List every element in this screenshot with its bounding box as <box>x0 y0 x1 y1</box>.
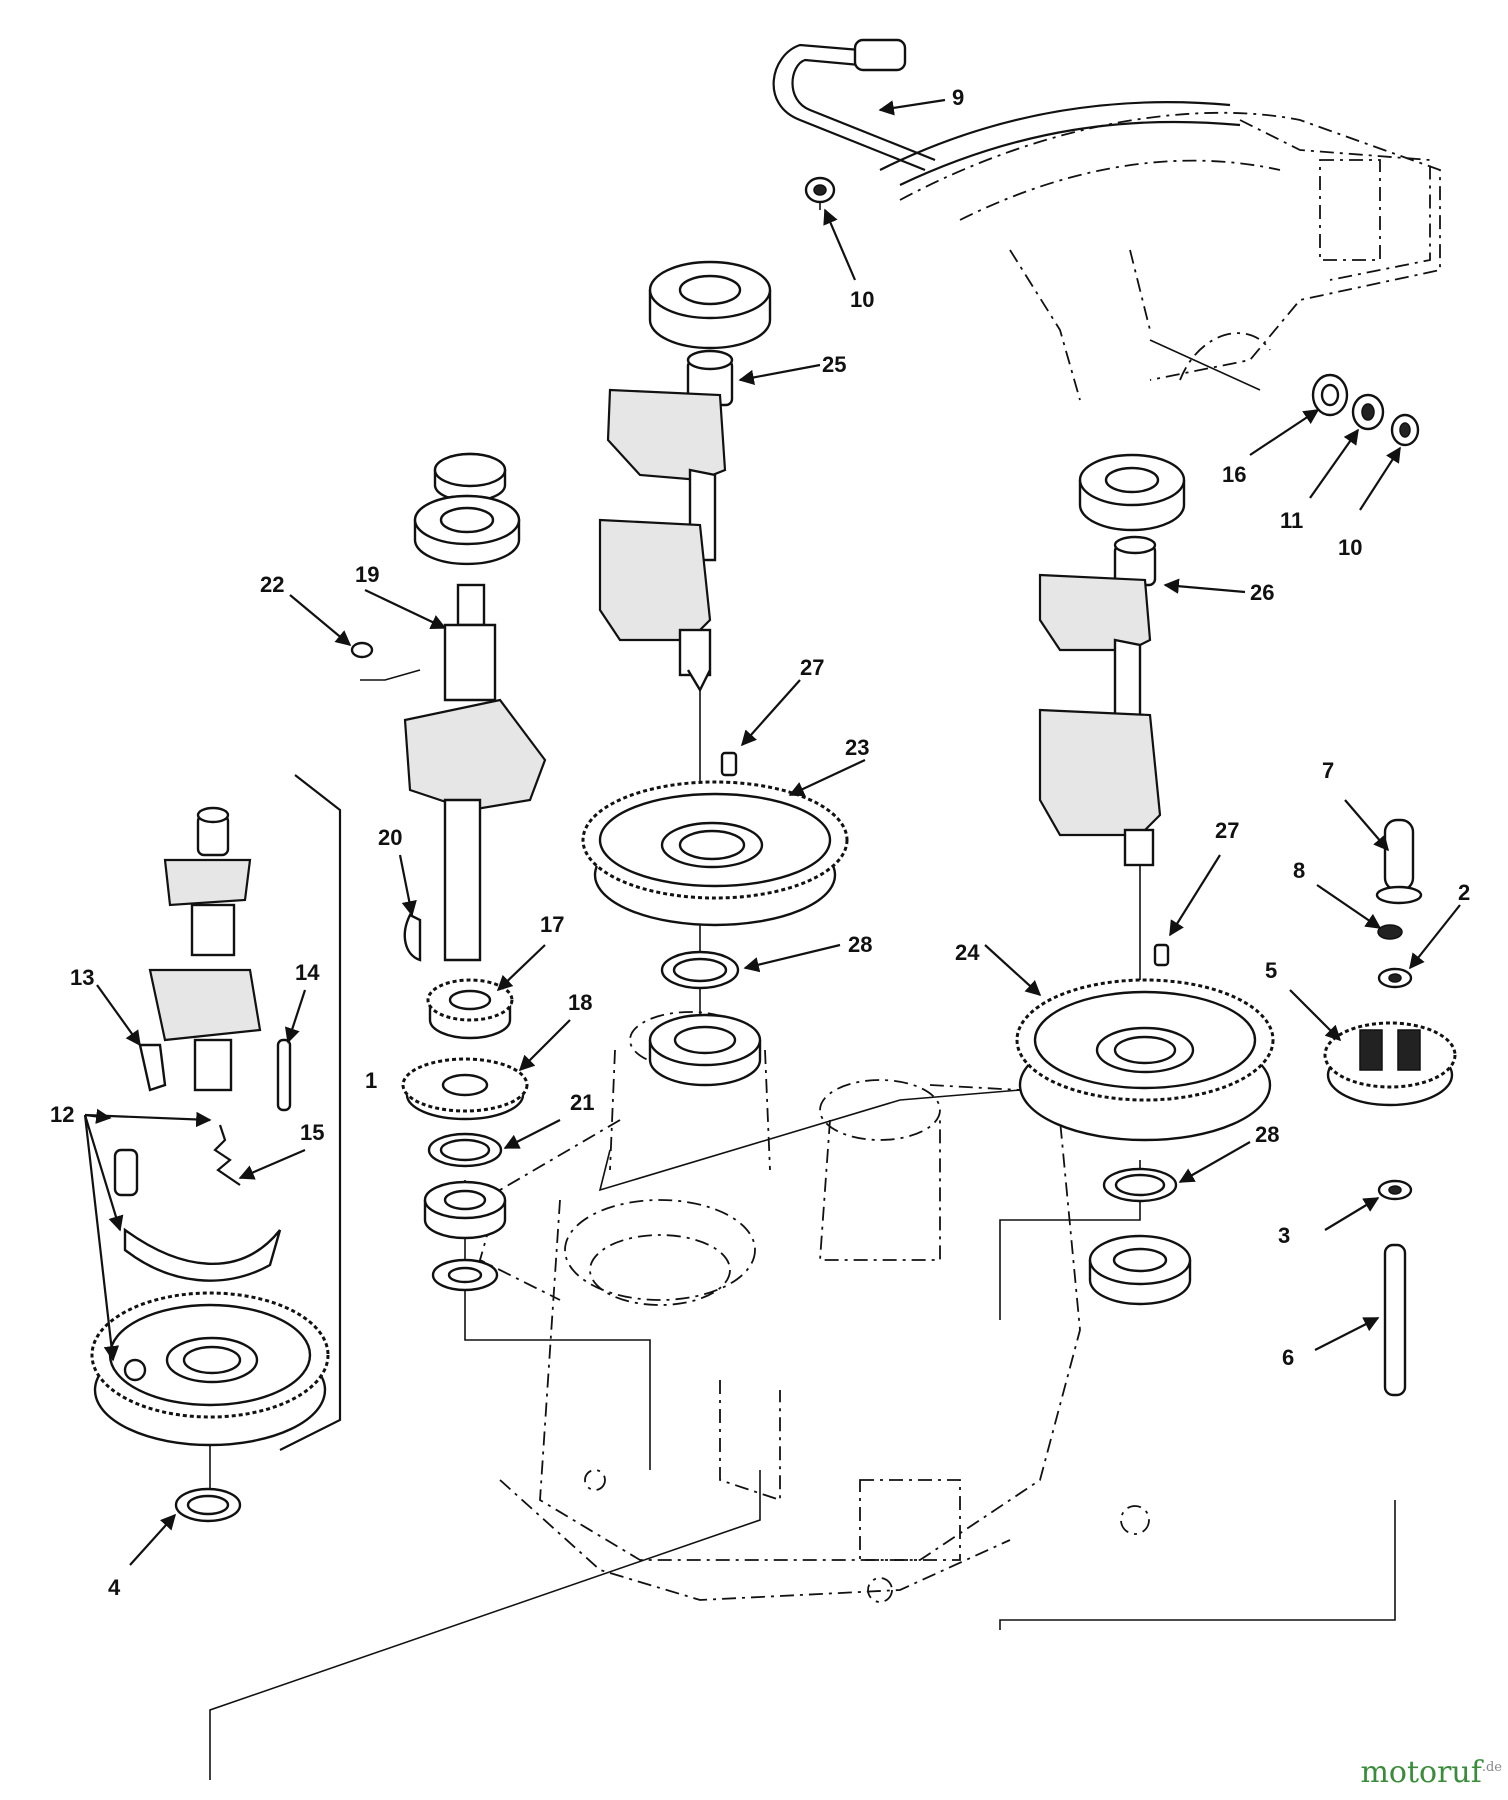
clip-8 <box>1377 924 1403 940</box>
washer-3 <box>1377 1179 1413 1201</box>
bearing-right-lower <box>1088 1234 1192 1306</box>
callout-20: 20 <box>378 825 402 850</box>
key-27-right <box>1153 943 1170 967</box>
watermark-brand: motoruf <box>1360 1755 1482 1790</box>
callout-8: 8 <box>1293 858 1305 883</box>
callout-18: 18 <box>568 990 592 1015</box>
seal-left-lower <box>431 1258 499 1292</box>
callout-11: 11 <box>1280 508 1303 533</box>
callout-25: 25 <box>822 352 846 377</box>
washer-21 <box>427 1132 503 1168</box>
alignment-lines <box>209 180 1396 1780</box>
pin-7 <box>1375 818 1423 905</box>
leader-arrows <box>83 98 1461 1566</box>
callout-3: 3 <box>1278 1223 1290 1248</box>
bearing-left-lower <box>423 1180 507 1240</box>
gear-18 <box>401 1057 529 1121</box>
callout-13: 13 <box>70 965 94 990</box>
pin-14 <box>276 1038 292 1112</box>
callout-7: 7 <box>1322 758 1334 783</box>
bearing-center-lower <box>648 1013 762 1087</box>
callout-21: 21 <box>570 1090 594 1115</box>
callout-15: 15 <box>300 1120 324 1145</box>
callout-16: 16 <box>1222 462 1246 487</box>
callout-19: 19 <box>355 562 379 587</box>
cam-gear <box>90 1291 330 1447</box>
washer-4 <box>174 1487 242 1523</box>
key-20 <box>403 913 422 962</box>
block-edge-2 <box>899 120 1241 186</box>
shaft-6 <box>1383 1243 1407 1397</box>
callout-2: 2 <box>1458 880 1470 905</box>
seal-10-top <box>804 176 836 204</box>
gear-23 <box>581 780 849 927</box>
callout-5: 5 <box>1265 958 1277 983</box>
callout-23: 23 <box>845 735 869 760</box>
callout-6: 6 <box>1282 1345 1294 1370</box>
camshaft-assembly <box>148 806 262 1092</box>
callout-14: 14 <box>295 960 320 985</box>
washer-2 <box>1377 967 1413 989</box>
bearing-top-center <box>648 260 772 350</box>
dipstick-tube <box>772 38 936 172</box>
assembly-bracket-1 <box>279 774 342 1451</box>
crankshaft-19 <box>403 452 547 962</box>
washer-stack-right <box>1311 373 1420 447</box>
callout-22: 22 <box>260 572 284 597</box>
governor-plate <box>123 1227 282 1282</box>
callout-24: 24 <box>955 940 980 965</box>
key-27-center <box>720 751 738 777</box>
callout-17: 17 <box>540 912 564 937</box>
crankshaft-25 <box>598 349 734 693</box>
callout-9: 9 <box>952 85 964 110</box>
callout-10-top: 10 <box>850 287 874 312</box>
callout-27-right: 27 <box>1215 818 1239 843</box>
gear-24 <box>1015 978 1275 1142</box>
engine-block-outline <box>899 111 1441 401</box>
bearing-top-right <box>1078 453 1186 532</box>
callout-28-right: 28 <box>1255 1122 1279 1147</box>
washer-28-right <box>1102 1167 1178 1203</box>
callout-4: 4 <box>108 1575 121 1600</box>
callout-28-center: 28 <box>848 932 872 957</box>
callout-12: 12 <box>50 1102 74 1127</box>
callout-26: 26 <box>1250 580 1274 605</box>
washer-28-center <box>660 950 740 990</box>
block-edge <box>879 101 1231 171</box>
watermark-tld: .de <box>1481 1760 1502 1775</box>
brand-watermark: motoruf.de <box>1360 1755 1502 1790</box>
governor-gear-5 <box>1323 1021 1457 1107</box>
crankshaft-26 <box>1038 535 1162 867</box>
callout-27-center: 27 <box>800 655 824 680</box>
callout-1: 1 <box>365 1068 377 1093</box>
callout-10-right: 10 <box>1338 535 1362 560</box>
spring-15 <box>213 1124 241 1186</box>
weight-13 <box>138 1043 167 1092</box>
key-22 <box>350 641 374 659</box>
gear-17 <box>426 978 514 1040</box>
bolt-12 <box>113 1148 139 1197</box>
